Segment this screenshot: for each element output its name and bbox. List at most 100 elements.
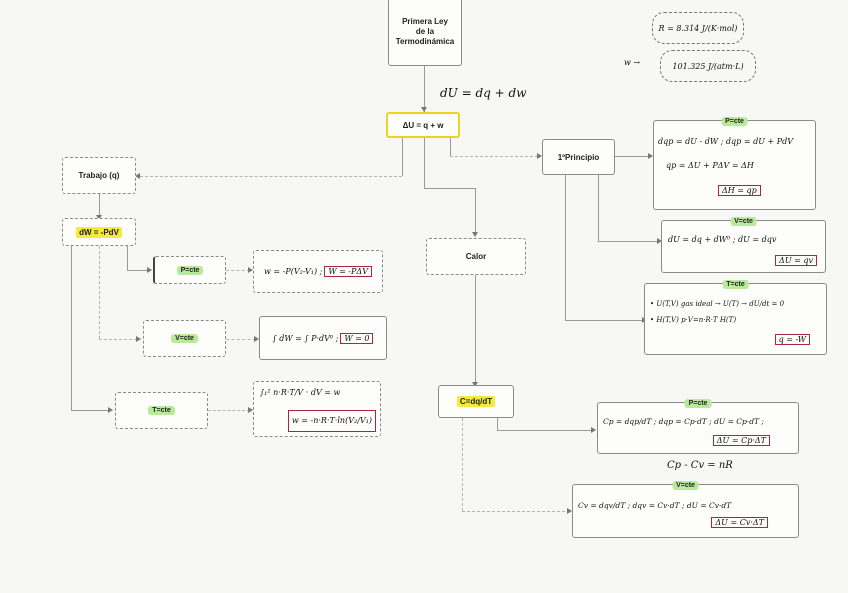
work-vcte-formula: ∫ dW = ∫ P·dV⁰ ; <box>272 333 339 343</box>
work-tcte-box: T=cte <box>115 392 208 429</box>
principio-tcte-box: T=cte • U(T,V) gas ideal → U(T) → dU/dt … <box>644 280 827 355</box>
principio-pcte-line1: dqp = dU - dW ; dqp = dU + PdV <box>658 137 794 146</box>
connector-main-down-left <box>402 138 403 176</box>
connector-calor-to-c <box>475 275 476 385</box>
first-law-differential: dU = dq + dw <box>440 86 527 100</box>
connector-c-to-vcte-v <box>462 418 463 511</box>
connector-principio-to-pcte <box>615 156 651 157</box>
connector-principio-to-tcte-h <box>565 320 645 321</box>
arrow-icon <box>421 107 427 112</box>
arrow-icon <box>147 267 152 273</box>
arrow-icon <box>657 238 662 244</box>
r-constant: R = 8.314 J/(K·mol) <box>658 23 738 33</box>
heat-vcte-condition: V=cte <box>672 481 699 490</box>
work-pcte-formula: w = -P(V₂-V₁) ; <box>264 267 323 276</box>
trabajo-label: Trabajo (q) <box>78 171 120 180</box>
heat-vcte-result: ΔU = Cv·ΔT <box>711 517 768 528</box>
principio-tcte-line2: • H(T,V) p·V=n·R·T H(T) <box>650 316 737 324</box>
arrow-icon <box>648 153 653 159</box>
connector-dw-to-vcte-v <box>99 246 100 339</box>
arrow-icon <box>537 153 542 159</box>
work-vcte-box: V=cte <box>143 320 226 357</box>
principio-vcte-box: V=cte dU = dq + dW⁰ ; dU = dqv ΔU = qv <box>661 217 826 273</box>
principio-tcte-line1: • U(T,V) gas ideal → U(T) → dU/dt = 0 <box>650 300 785 308</box>
heat-capacity-box: C=dq/dT <box>438 385 514 418</box>
connector-tcte-to-formula <box>208 410 250 411</box>
connector-trabajo-to-dw <box>99 194 100 218</box>
heat-pcte-result: ΔU = Cp·ΔT <box>712 435 770 446</box>
connector-main-to-principio <box>450 156 538 157</box>
principio-pcte-box: P=cte dqp = dU - dW ; dqp = dU + PdV qp … <box>653 117 816 210</box>
heat-vcte-formula: Cv = dqv/dT ; dqv = Cv·dT ; dU = Cv·dT <box>578 501 732 510</box>
arrow-icon <box>472 382 478 387</box>
w-conversion-cloud: 101.325 J/(atm·L) <box>660 50 756 82</box>
work-vcte-formula-box: ∫ dW = ∫ P·dV⁰ ; W = 0 <box>259 316 387 360</box>
title-line-2: de la <box>415 27 435 36</box>
connector-dw-to-pcte-h <box>127 270 149 271</box>
main-equation-box: ΔU = q + w <box>386 112 460 138</box>
connector-dw-to-vcte-h <box>99 339 137 340</box>
arrow-icon <box>248 407 253 413</box>
connector-principio-to-vcte-v <box>598 175 599 241</box>
arrow-icon <box>108 407 113 413</box>
connector-main-to-trabajo <box>140 176 402 177</box>
arrow-icon <box>96 215 102 220</box>
calor-label: Calor <box>465 252 487 261</box>
work-pcte-result: W = -PΔV <box>324 266 372 277</box>
principio-vcte-result: ΔU = qv <box>775 255 817 266</box>
work-tcte-condition: T=cte <box>148 406 175 415</box>
title-box: Primera Ley de la Termodinámica <box>388 0 462 66</box>
arrow-icon <box>135 173 140 179</box>
principio-pcte-line2: qp = ΔU + PΔV = ΔH <box>666 161 754 170</box>
connector-dw-to-tcte-v <box>71 246 72 410</box>
principio-pcte-condition: P=cte <box>721 117 748 126</box>
heat-capacity-equation: C=dq/dT <box>456 396 496 407</box>
heat-pcte-box: P=cte Cp = dqp/dT ; dqp = Cp·dT ; dU = C… <box>597 399 799 454</box>
principio-tcte-result: q = -W <box>774 334 810 345</box>
connector-main-to-calor-h <box>424 188 475 189</box>
connector-dw-to-pcte-v <box>127 246 128 270</box>
connector-dw-to-tcte-h <box>71 410 109 411</box>
principio-vcte-line1: dU = dq + dW⁰ ; dU = dqv <box>668 235 777 244</box>
trabajo-box: Trabajo (q) <box>62 157 136 194</box>
work-pcte-formula-box: w = -P(V₂-V₁) ; W = -PΔV <box>253 250 383 293</box>
principio-box: 1ºPrincipio <box>542 139 615 175</box>
connector-title-to-main <box>424 66 425 112</box>
connector-principio-to-tcte-v <box>565 175 566 320</box>
connector-main-down-right <box>450 138 451 156</box>
principio-vcte-condition: V=cte <box>730 217 757 226</box>
principio-tcte-condition: T=cte <box>722 280 749 289</box>
arrow-icon <box>136 336 141 342</box>
connector-main-to-calor-v1 <box>424 138 425 188</box>
arrow-icon <box>254 336 259 342</box>
main-equation: ΔU = q + w <box>402 120 444 130</box>
connector-c-to-pcte-v <box>497 418 498 430</box>
w-conversion: 101.325 J/(atm·L) <box>672 61 744 71</box>
work-tcte-result: w = -n·R·T·ln(V₂/V₁) <box>287 410 376 432</box>
arrow-icon <box>248 267 253 273</box>
work-vcte-condition: V=cte <box>171 334 198 343</box>
title-line-1: Primera Ley <box>402 17 448 26</box>
heat-pcte-formula: Cp = dqp/dT ; dqp = Cp·dT ; dU = Cp·dT ; <box>603 417 764 426</box>
r-constant-cloud: R = 8.314 J/(K·mol) <box>652 12 744 44</box>
connector-main-to-calor-v2 <box>475 188 476 234</box>
connector-principio-to-vcte-h <box>598 241 660 242</box>
work-equation-box: dW = -PdV <box>62 218 136 246</box>
w-conversion-label: w → <box>624 58 641 67</box>
connector-vcte-to-formula <box>226 339 256 340</box>
work-tcte-formula: ∫₁² n·R·T/V · dV = w <box>260 388 341 397</box>
arrow-icon <box>472 232 478 237</box>
work-pcte-box: P=cte <box>153 256 226 284</box>
work-equation: dW = -PdV <box>76 226 122 238</box>
connector-c-to-vcte-h <box>462 511 570 512</box>
work-vcte-result: W = 0 <box>340 332 374 344</box>
arrow-icon <box>591 427 596 433</box>
work-tcte-formula-box: ∫₁² n·R·T/V · dV = w w = -n·R·T·ln(V₂/V₁… <box>253 381 381 437</box>
connector-c-to-pcte-h <box>497 430 593 431</box>
arrow-icon <box>567 508 572 514</box>
principio-pcte-result: ΔH = qp <box>718 185 761 196</box>
principio-label: 1ºPrincipio <box>557 152 600 162</box>
heat-pcte-condition: P=cte <box>684 399 712 408</box>
connector-pcte-to-formula <box>226 270 250 271</box>
mayer-relation: Cp - Cv = nR <box>667 460 733 471</box>
